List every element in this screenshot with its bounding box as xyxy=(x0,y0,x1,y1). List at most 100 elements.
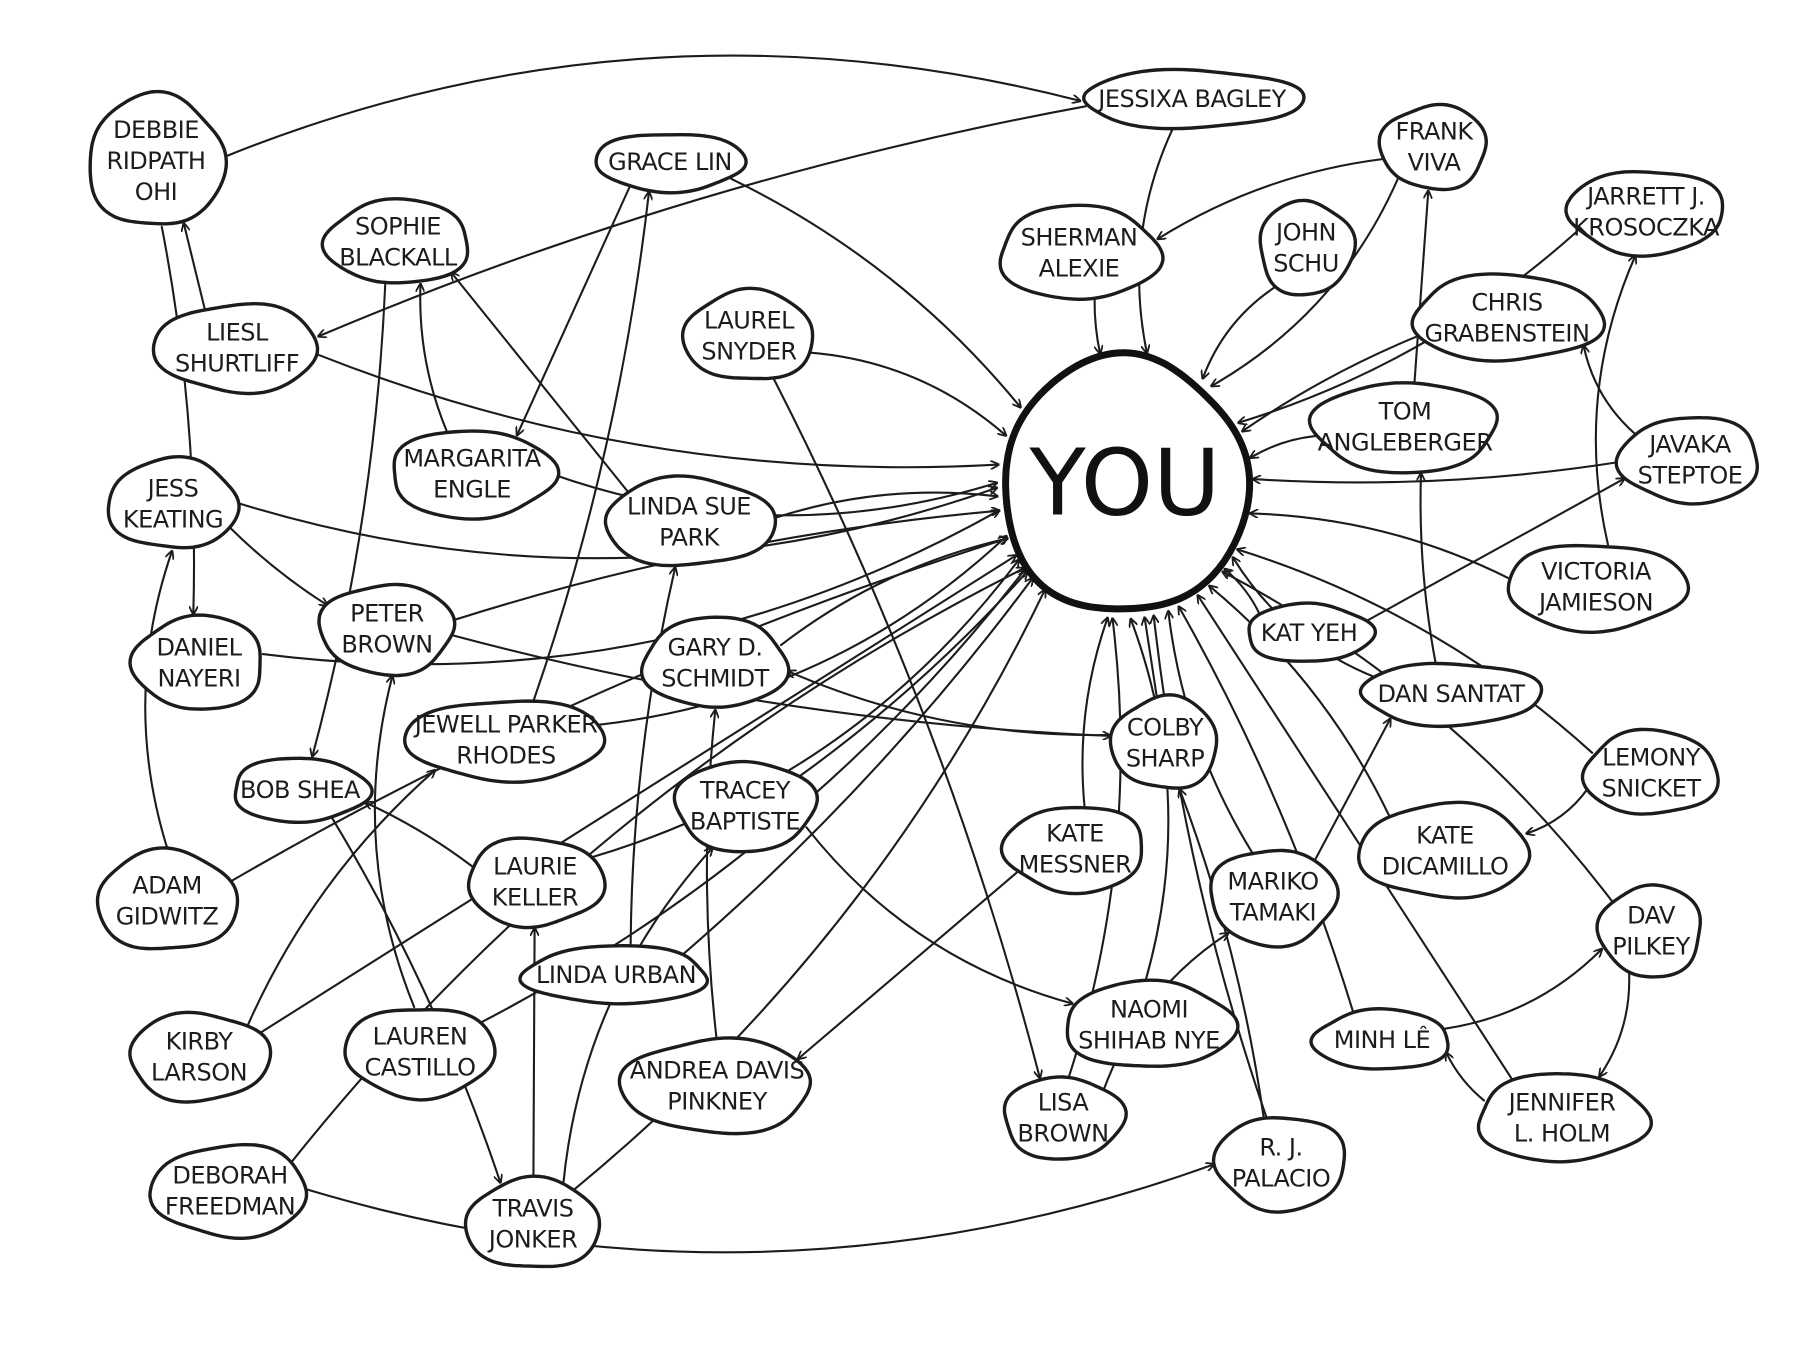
edge-javaka-to-you xyxy=(1253,460,1622,483)
node-shape-daniel xyxy=(128,613,262,711)
node-label-bob: BOB SHEA xyxy=(240,776,361,804)
node-shape-kirby xyxy=(128,1010,273,1104)
edge-jewell-to-you xyxy=(597,536,1007,726)
node-label-frank: VIVA xyxy=(1408,149,1462,177)
node-label-chris: GRABENSTEIN xyxy=(1425,320,1590,348)
edge-grace-to-margarita xyxy=(517,185,631,436)
edge-travis-to-laurie xyxy=(533,926,534,1181)
node-label-sophie: SOPHIE xyxy=(355,213,441,241)
edge-sherman-to-you xyxy=(1093,298,1101,354)
node-lindaurban: LINDA URBAN xyxy=(518,944,710,1006)
node-shape-frank xyxy=(1377,102,1488,192)
edge-lemony-to-you xyxy=(1237,549,1594,754)
edge-laurel-to-lisa xyxy=(772,376,1040,1078)
edge-jewell-to-grace xyxy=(532,192,649,703)
node-label-jessixa: JESSIXA BAGLEY xyxy=(1096,85,1286,113)
node-label-grace: GRACE LIN xyxy=(608,148,732,176)
node-shape-grace xyxy=(594,132,748,195)
node-shape-jessixa xyxy=(1082,67,1306,131)
connection-lines xyxy=(144,54,1636,1254)
edge-katemessner-to-andrea xyxy=(798,871,1018,1059)
node-label-katedicamillo: DICAMILLO xyxy=(1382,853,1509,881)
edge-tom-to-frank xyxy=(1413,191,1429,384)
edge-margarita-to-sophie xyxy=(420,284,449,434)
node-label-john: JOHN xyxy=(1274,219,1336,247)
edge-andrea-to-gary xyxy=(705,710,717,1041)
edge-lemony-to-katedicamillo xyxy=(1526,786,1590,834)
node-label-tracey: BAPTISTE xyxy=(690,808,800,836)
node-label-travis: JONKER xyxy=(487,1226,578,1254)
edge-katemessner-to-you xyxy=(1081,618,1107,808)
node-label-sherman: ALEXIE xyxy=(1039,255,1120,283)
node-label-lindaurban: LINDA URBAN xyxy=(536,961,696,989)
node-label-jess: KEATING xyxy=(123,506,223,534)
node-shape-sherman xyxy=(998,203,1165,302)
node-label-tom: ANGLEBERGER xyxy=(1318,429,1493,457)
node-label-margarita: MARGARITA xyxy=(403,445,541,473)
node-shape-andrea xyxy=(617,1036,813,1136)
node-label-javaka: JAVAKA xyxy=(1647,431,1732,459)
node-label-katemessner: KATE xyxy=(1046,820,1104,848)
node-label-katyeh: KAT YEH xyxy=(1261,619,1358,647)
edge-colby-to-you xyxy=(1145,617,1158,699)
edge-grace-to-you xyxy=(730,177,1020,408)
edge-debbie-to-jessixa xyxy=(222,54,1080,159)
edge-victoria-to-jarrett xyxy=(1594,256,1636,546)
node-label-lindasue: PARK xyxy=(659,524,721,552)
edge-chris-to-you xyxy=(1242,334,1422,431)
edge-laurie-to-bob xyxy=(365,802,473,868)
node-label-colby: SHARP xyxy=(1126,745,1204,773)
node-shape-rj xyxy=(1211,1116,1347,1214)
node-label-laurie: KELLER xyxy=(492,884,578,912)
node-label-lindasue: LINDA SUE xyxy=(627,493,751,521)
node-label-deborah: FREEDMAN xyxy=(165,1193,295,1221)
node-katyeh: KAT YEH xyxy=(1247,601,1378,663)
node-label-jennifer: L. HOLM xyxy=(1514,1120,1610,1148)
node-shape-jess xyxy=(106,455,241,550)
node-label-liesl: SHURTLIFF xyxy=(175,350,299,378)
node-label-chris: CHRIS xyxy=(1471,289,1542,317)
node-shape-lisa xyxy=(1002,1075,1128,1161)
node-label-gary: GARY D. xyxy=(667,634,762,662)
node-shape-sophie xyxy=(320,197,470,285)
edge-tracey-to-you xyxy=(797,572,1028,779)
node-label-peter: PETER xyxy=(350,600,424,628)
node-shape-gary xyxy=(639,615,791,709)
node-label-deborah: DEBORAH xyxy=(172,1162,287,1190)
node-label-dav: DAV xyxy=(1627,902,1676,930)
edge-adam-to-jess xyxy=(144,551,172,853)
node-label-gary: SCHMIDT xyxy=(661,665,769,693)
node-label-jess: JESS xyxy=(146,475,199,503)
edge-colby-to-gary xyxy=(788,671,1114,737)
node-lindasue: LINDA SUE PARK xyxy=(603,474,778,568)
node-label-andrea: PINKNEY xyxy=(667,1088,767,1116)
node-label-daniel: NAYERI xyxy=(157,665,240,693)
node-label-laurel: LAUREL xyxy=(704,307,795,335)
node-jessixa: JESSIXA BAGLEY xyxy=(1082,67,1306,131)
node-shape-victoria xyxy=(1506,543,1691,634)
node-dansantat: DAN SANTAT xyxy=(1358,661,1544,729)
edge-naomi-to-you xyxy=(1131,619,1170,984)
edge-jess-to-peter xyxy=(228,525,327,606)
node-shape-john xyxy=(1258,198,1358,297)
edge-minh-to-dav xyxy=(1443,949,1602,1030)
node-label-rj: R. J. xyxy=(1259,1134,1302,1162)
node-label-mariko: TAMAKI xyxy=(1229,899,1316,927)
node-label-javaka: STEPTOE xyxy=(1638,462,1743,490)
node-shape-jarrett xyxy=(1564,169,1725,258)
node-label-naomi: NAOMI xyxy=(1110,996,1188,1024)
node-shape-katedicamillo xyxy=(1356,800,1532,900)
node-label-debbie: DEBBIE xyxy=(113,116,199,144)
